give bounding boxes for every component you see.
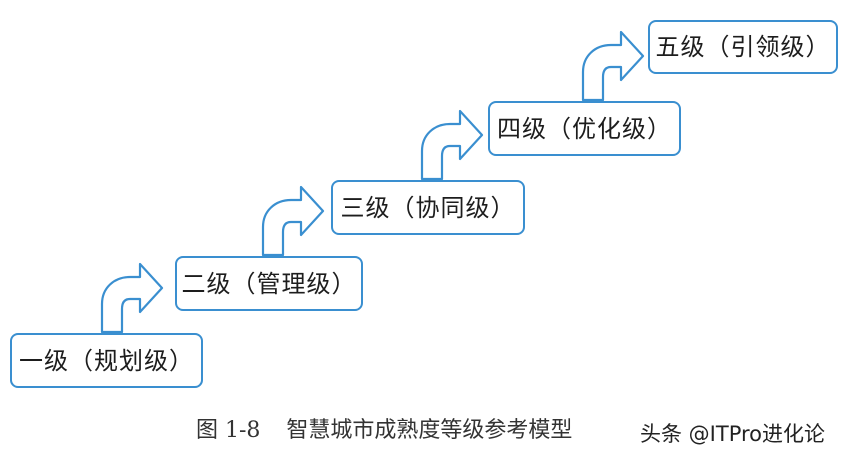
curved-step-arrow-icon — [420, 109, 484, 181]
level-box-4: 四级（优化级） — [488, 101, 681, 156]
watermark: 头条 @ITPro进化论 — [640, 422, 826, 446]
curved-step-arrow-icon — [581, 30, 645, 102]
level-box-1: 一级（规划级） — [10, 333, 203, 388]
curved-step-arrow-icon — [100, 262, 164, 334]
level-box-5: 五级（引领级） — [648, 20, 838, 74]
level-box-2: 二级（管理级） — [175, 256, 363, 311]
figure-title: 智慧城市成熟度等级参考模型 — [286, 418, 573, 443]
figure-caption: 图 1-8 智慧城市成熟度等级参考模型 — [196, 412, 572, 444]
curved-step-arrow-icon — [261, 185, 325, 257]
figure-number: 图 1-8 — [196, 418, 261, 443]
level-box-3: 三级（协同级） — [331, 180, 525, 235]
